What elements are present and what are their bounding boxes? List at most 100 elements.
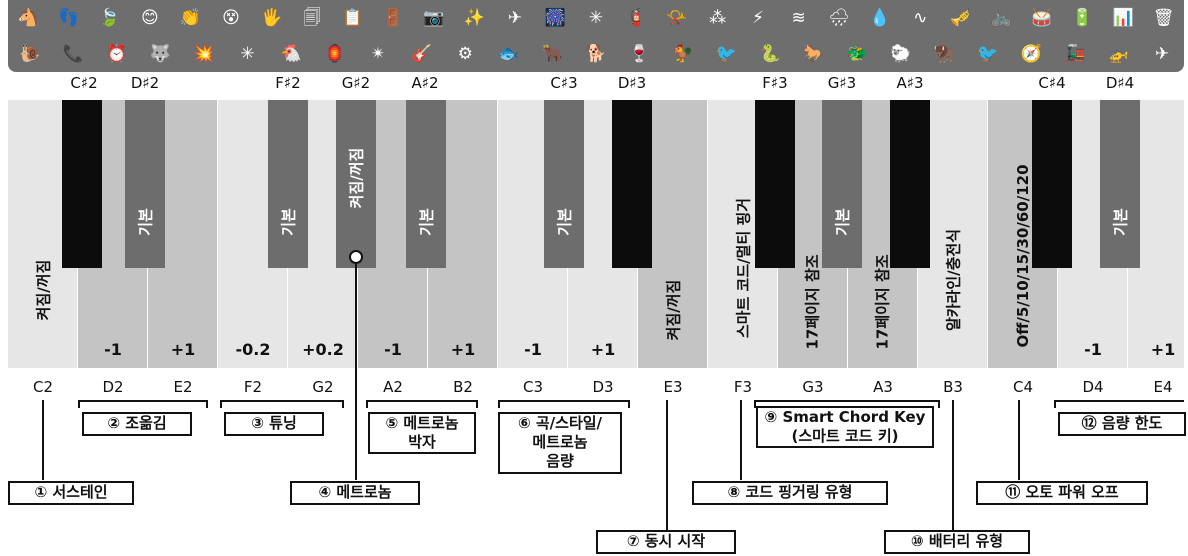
note-name-a3: A3 xyxy=(873,378,893,396)
note-name-d3: D3 xyxy=(592,378,614,396)
function-icon: ∿ xyxy=(913,7,928,28)
black-key-cs4 xyxy=(1032,100,1072,268)
black-key-cs3 xyxy=(544,100,584,268)
note-name-ds3: D♯3 xyxy=(617,74,647,92)
function-icon: 🐴 xyxy=(17,7,39,28)
value-volume-up: +1 xyxy=(590,340,616,359)
label-tuning-default: 기본 xyxy=(279,208,298,236)
label-beat-default: 기본 xyxy=(417,208,436,236)
function-icon: 🚁 xyxy=(1107,43,1130,64)
keyboard: 켜짐/꺼짐 기본 기본 켜짐/꺼짐 기본 기본 켜짐/꺼짐 스마트 코드/멀티 … xyxy=(8,100,1184,368)
callout-sync-start: ⑦ 동시 시작 xyxy=(596,530,736,554)
function-icon: 🐂 xyxy=(541,43,563,64)
label-sync-start-toggle: 켜짐/꺼짐 xyxy=(664,279,683,341)
callout-volume-limit: ⑫ 음량 한도 xyxy=(1058,412,1186,436)
function-icon: 🐑 xyxy=(890,43,912,64)
range-tick xyxy=(220,400,222,408)
function-icon: 🖐 xyxy=(260,7,283,28)
black-key-cs2 xyxy=(62,100,102,268)
black-key-ds3 xyxy=(612,100,652,268)
function-icon: ✈ xyxy=(507,7,522,28)
callout-smart-chord-line1: ⑨ Smart Chord Key xyxy=(764,408,926,426)
range-line-volume xyxy=(498,400,630,402)
note-name-c4: C4 xyxy=(1012,378,1034,396)
function-icon: 🧯 xyxy=(625,7,648,28)
callout-beat-line2: 박자 xyxy=(408,433,436,451)
function-icon: ✴ xyxy=(371,43,386,64)
note-name-g2: G2 xyxy=(312,378,334,396)
note-name-c3: C3 xyxy=(522,378,544,396)
note-name-gs3: G♯3 xyxy=(827,74,857,92)
black-key-gs3 xyxy=(822,100,862,268)
label-fingering-type: 스마트 코드/멀티 핑거 xyxy=(734,197,753,339)
function-icon: ⁂ xyxy=(709,7,727,28)
value-tuning-down: -0.2 xyxy=(235,340,271,359)
range-line-tuning xyxy=(220,400,344,402)
range-line-beat xyxy=(366,400,478,402)
leader-line-auto-power xyxy=(1018,400,1020,480)
function-icon: 🎆 xyxy=(544,7,566,28)
function-icon: ✨ xyxy=(463,7,485,28)
note-name-as2: A♯2 xyxy=(411,74,439,92)
function-icon: 🍃 xyxy=(98,7,120,28)
callout-song-volume-line3: 음량 xyxy=(546,452,574,470)
note-name-gs2: G♯2 xyxy=(341,74,371,92)
function-icon: ⚡ xyxy=(752,7,765,28)
label-volume-default: 기본 xyxy=(555,208,574,236)
note-name-ds2: D♯2 xyxy=(130,74,160,92)
note-name-cs4: C♯4 xyxy=(1038,74,1066,92)
function-icon: ✈ xyxy=(1154,43,1170,64)
note-name-fs3: F♯3 xyxy=(762,74,788,92)
function-icon: 🐎 xyxy=(803,43,825,64)
function-icon: 📞 xyxy=(62,43,84,64)
label-smart-chord-default: 기본 xyxy=(833,208,852,236)
function-icon: 🚂 xyxy=(1064,43,1086,64)
range-tick xyxy=(366,400,368,408)
callout-fingering-type: ⑧ 코드 핑거링 유형 xyxy=(692,481,888,505)
function-icon: 💧 xyxy=(869,7,891,28)
black-key-fs3 xyxy=(755,100,795,268)
label-volume-limit-default: 기본 xyxy=(1111,208,1130,236)
note-name-ds4: D♯4 xyxy=(1105,74,1135,92)
callout-beat: ⑤ 메트로놈 박자 xyxy=(368,412,476,454)
label-transpose-default: 기본 xyxy=(136,208,155,236)
function-icon: 📷 xyxy=(423,7,445,28)
value-tuning-up: +0.2 xyxy=(302,340,344,359)
note-name-e3: E3 xyxy=(663,378,683,396)
function-icon: 📊 xyxy=(1112,7,1134,28)
callout-song-volume-line2: 메트로놈 xyxy=(532,433,588,451)
label-smart-chord-see-page: 17페이지 참조 xyxy=(803,254,822,350)
callout-song-volume-line1: ⑥ 곡/스타일/ xyxy=(517,414,603,432)
range-tick xyxy=(206,400,208,408)
callout-song-volume: ⑥ 곡/스타일/ 메트로놈 음량 xyxy=(498,412,622,474)
value-transpose-down: -1 xyxy=(104,340,122,359)
value-limit-down: -1 xyxy=(1084,340,1102,359)
function-icon: 🦬 xyxy=(933,43,955,64)
note-name-e2: E2 xyxy=(173,378,193,396)
range-tick xyxy=(342,400,344,408)
callout-metronome-text: ④ 메트로놈 xyxy=(318,483,392,501)
function-icon: 🐺 xyxy=(149,43,171,64)
note-name-g3: G3 xyxy=(802,378,824,396)
function-icon: 💥 xyxy=(193,43,215,64)
function-icon: ⏰ xyxy=(106,43,128,64)
leader-line-sync-start xyxy=(666,400,668,530)
function-icon: ≋ xyxy=(791,7,806,28)
function-icon: 😵 xyxy=(222,7,240,28)
leader-line-fingering xyxy=(740,400,742,480)
range-line-smart-chord xyxy=(754,400,940,402)
note-name-cs2: C♯2 xyxy=(70,74,98,92)
function-icon: 🐌 xyxy=(19,43,41,64)
note-name-f3: F3 xyxy=(733,378,753,396)
leader-line-battery xyxy=(952,400,954,530)
function-icon: 🐕 xyxy=(585,43,607,64)
function-icon: 👏 xyxy=(179,7,202,28)
function-icon: 🚪 xyxy=(382,7,404,28)
leader-dot-metronome xyxy=(349,250,363,264)
function-icon: 🍷 xyxy=(628,43,650,64)
label-battery-type: 알카라인/충전식 xyxy=(944,228,963,332)
black-key-fs2 xyxy=(268,100,308,268)
note-name-b3: B3 xyxy=(943,378,963,396)
value-beat-up: +1 xyxy=(450,340,476,359)
function-icon: 🏮 xyxy=(324,43,346,64)
